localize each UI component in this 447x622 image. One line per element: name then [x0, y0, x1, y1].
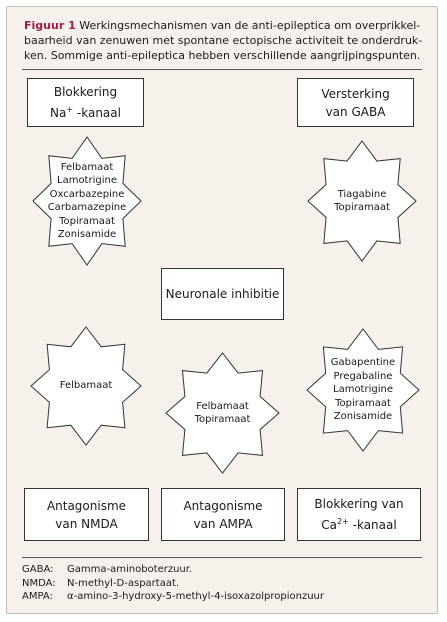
- drug-na-2: Oxcarbazepine: [49, 188, 125, 200]
- legend-row: GABA: Gamma-aminoboterzuur.: [22, 563, 324, 577]
- drug-na-1: Lamotrigine: [57, 175, 117, 186]
- box-gaba: Versterking van GABA: [297, 78, 414, 127]
- drug-ca-4: Zonisamide: [333, 411, 393, 423]
- star-na-text: Felbamaat Lamotrigine Oxcarbazepine Carb…: [32, 136, 142, 266]
- caption-divider: [22, 69, 422, 70]
- box-nmda-line1: Antagonisme: [46, 498, 127, 513]
- legend-abbr: NMDA:: [22, 577, 56, 589]
- drug-na-5: Zonisamide: [57, 229, 117, 240]
- star-outline: [307, 140, 417, 262]
- drug-ca-0: Gabapentine: [330, 357, 396, 369]
- drug-ca-2: Lamotrigine: [333, 384, 393, 396]
- drug-nmda-0: Felbamaat: [59, 380, 113, 392]
- box-neuronal-inhibition: Neuronale inhibitie: [161, 268, 284, 320]
- drug-ampa-1: Topiramaat: [194, 414, 251, 425]
- star-gaba-drugs: Tiagabine Topiramaat: [307, 140, 417, 262]
- star-ca-text: Gabapentine Pregabaline Lamotrigine Topi…: [306, 328, 420, 452]
- star-shape-ampa: [165, 352, 280, 474]
- legend-text: N-methyl-D-aspartaat.: [67, 577, 180, 589]
- caption-line-3: ken. Sommige anti-epileptica hebben vers…: [24, 49, 421, 62]
- drug-na-3: Carbamazepine: [47, 202, 127, 213]
- box-ampa-line1: Antagonisme: [183, 498, 263, 513]
- box-nmda: Antagonisme van NMDA: [24, 488, 149, 541]
- box-ca-line1: Blokkering van: [314, 497, 404, 511]
- star-outline: [30, 326, 142, 446]
- star-shape-ca: [306, 328, 420, 452]
- box-gaba-line2: van GABA: [325, 104, 386, 119]
- star-ca-drugs: Gabapentine Pregabaline Lamotrigine Topi…: [306, 328, 420, 452]
- star-na-drugs: Felbamaat Lamotrigine Oxcarbazepine Carb…: [32, 136, 142, 266]
- drug-gaba-1: Topiramaat: [334, 202, 390, 213]
- box-nmda-line2: van NMDA: [55, 516, 118, 531]
- box-center-label: Neuronale inhibitie: [165, 287, 280, 301]
- box-na-channel: Blokkering Na+ -kanaal: [27, 78, 144, 127]
- star-nmda-drugs: Felbamaat: [30, 326, 142, 446]
- legend-row: NMDA: N-methyl-D-aspartaat.: [22, 577, 324, 591]
- legend-abbr: AMPA:: [22, 591, 53, 602]
- legend-text: Gamma-aminoboterzuur.: [67, 564, 193, 575]
- star-ampa-drugs: Felbamaat Topiramaat: [165, 352, 280, 474]
- star-outline: [32, 136, 142, 266]
- star-outline: [165, 352, 280, 474]
- drug-ampa-0: Felbamaat: [196, 400, 249, 412]
- legend-text: α-amino-3-hydroxy-5-methyl-4-isoxazolpro…: [67, 591, 325, 602]
- drug-ca-1: Pregabaline: [333, 370, 393, 382]
- abbreviation-legend: GABA: Gamma-aminoboterzuur. NMDA: N-meth…: [22, 563, 324, 604]
- star-nmda-text: Felbamaat: [30, 326, 142, 446]
- box-gaba-line1: Versterking: [321, 86, 390, 101]
- drug-ca-3: Topiramaat: [335, 397, 391, 409]
- caption-line-1: Werkingsmechanismen van de anti-epilepti…: [79, 19, 421, 32]
- legend-row: AMPA: α-amino-3-hydroxy-5-methyl-4-isoxa…: [22, 590, 324, 604]
- star-ampa-text: Felbamaat Topiramaat: [165, 352, 280, 474]
- figure-label: Figuur 1: [24, 19, 76, 32]
- box-ampa: Antagonisme van AMPA: [161, 488, 285, 541]
- star-shape-na: [32, 136, 142, 266]
- box-na-line2: Na+ -kanaal: [50, 105, 121, 120]
- drug-gaba-0: Tiagabine: [337, 188, 387, 200]
- legend-divider: [22, 557, 422, 558]
- drug-na-0: Felbamaat: [60, 161, 114, 173]
- caption-line-2: baarheid van zenuwen met spontane ectopi…: [24, 34, 423, 47]
- star-outline: [306, 328, 420, 452]
- legend-abbr: GABA:: [22, 564, 54, 575]
- drug-na-4: Topiramaat: [59, 215, 115, 227]
- box-na-line1: Blokkering: [53, 85, 118, 99]
- box-ca-channel: Blokkering van Ca2+ -kanaal: [297, 488, 421, 541]
- box-ampa-line2: van AMPA: [193, 516, 253, 531]
- star-shape-gaba: [307, 140, 417, 262]
- figure-caption: Figuur 1 Werkingsmechanismen van de anti…: [24, 18, 424, 63]
- box-ca-line2: Ca2+ -kanaal: [321, 517, 397, 532]
- star-shape-nmda: [30, 326, 142, 446]
- star-gaba-text: Tiagabine Topiramaat: [307, 140, 417, 262]
